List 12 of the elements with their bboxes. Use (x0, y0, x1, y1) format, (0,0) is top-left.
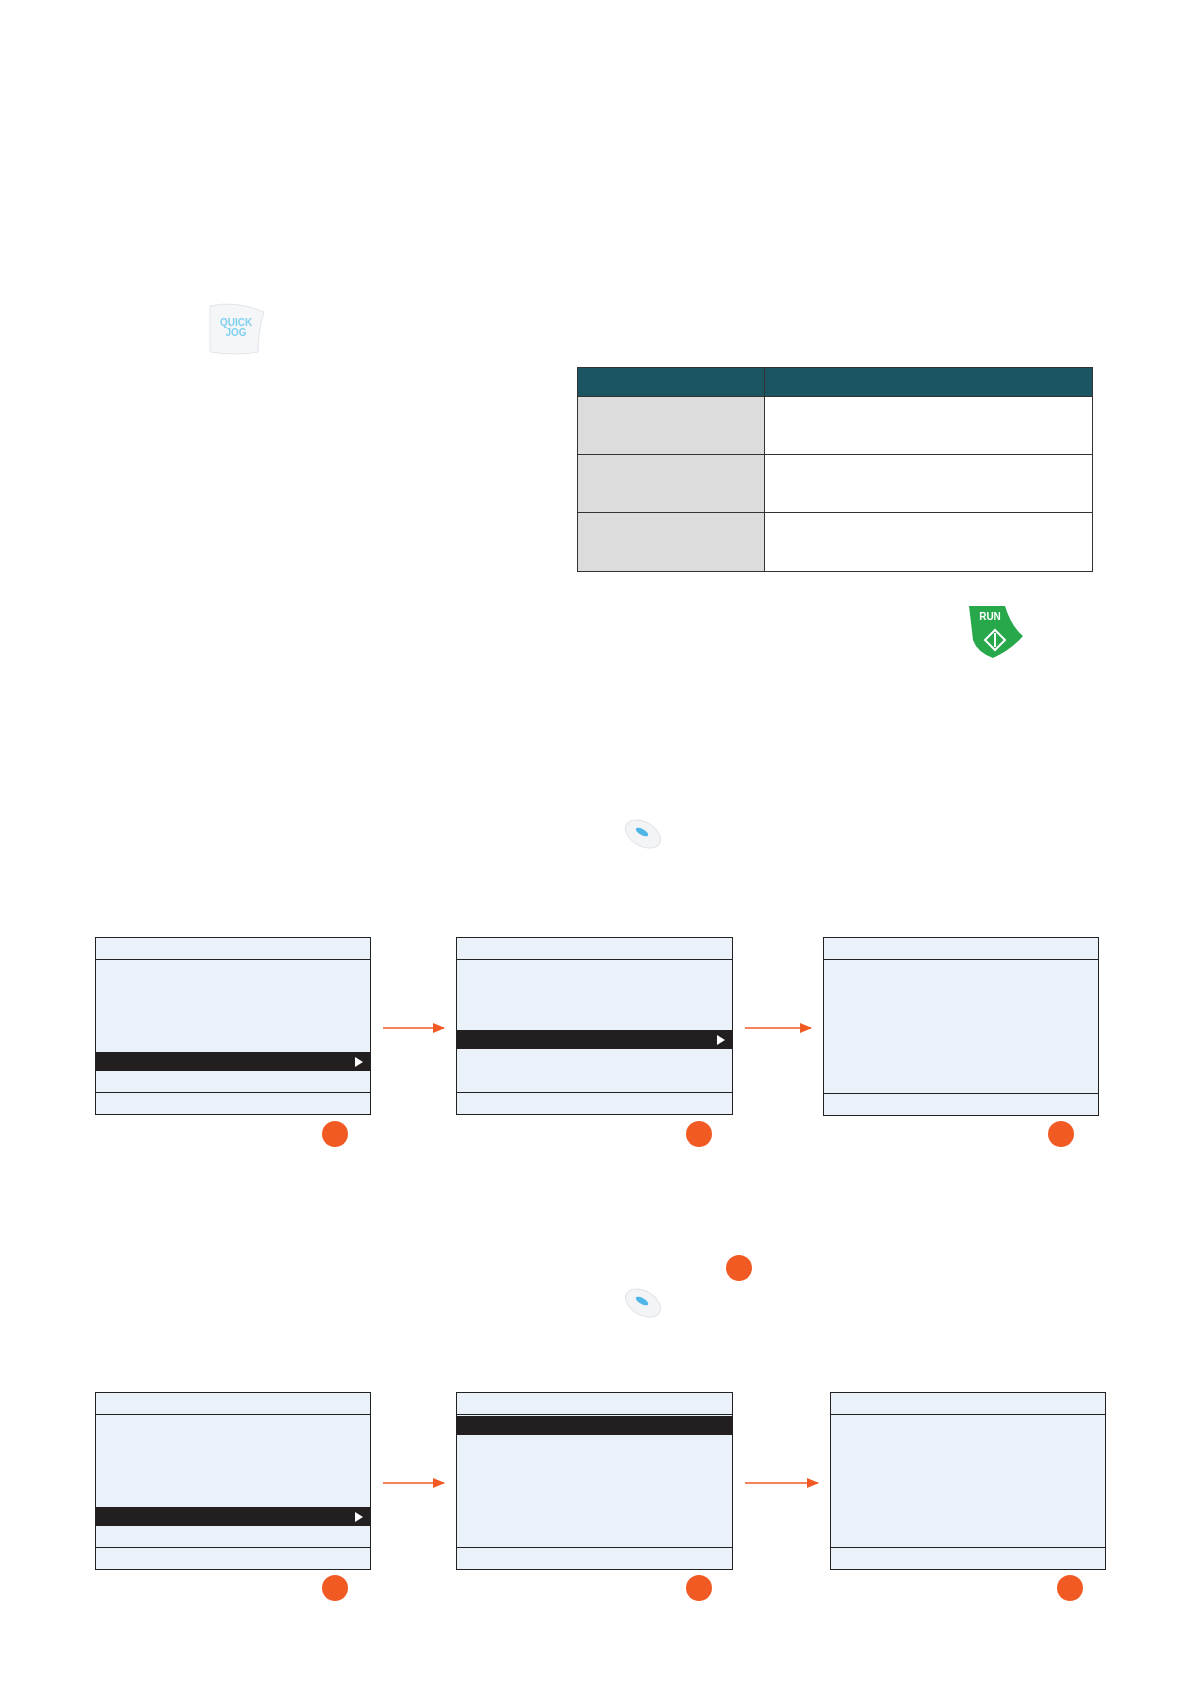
arrow (744, 1023, 812, 1033)
key-label: QUICK JOG (218, 318, 254, 338)
lcd-screen (95, 1392, 371, 1570)
lcd-screen (95, 937, 371, 1115)
lcd-screen (823, 937, 1099, 1116)
lcd-screen (830, 1392, 1106, 1570)
lcd-screen (456, 1392, 733, 1570)
key-label: RUN (978, 612, 1002, 622)
arrow (744, 1478, 819, 1488)
arrow (382, 1023, 445, 1033)
arrow (382, 1478, 445, 1488)
lcd-screen (456, 937, 733, 1115)
